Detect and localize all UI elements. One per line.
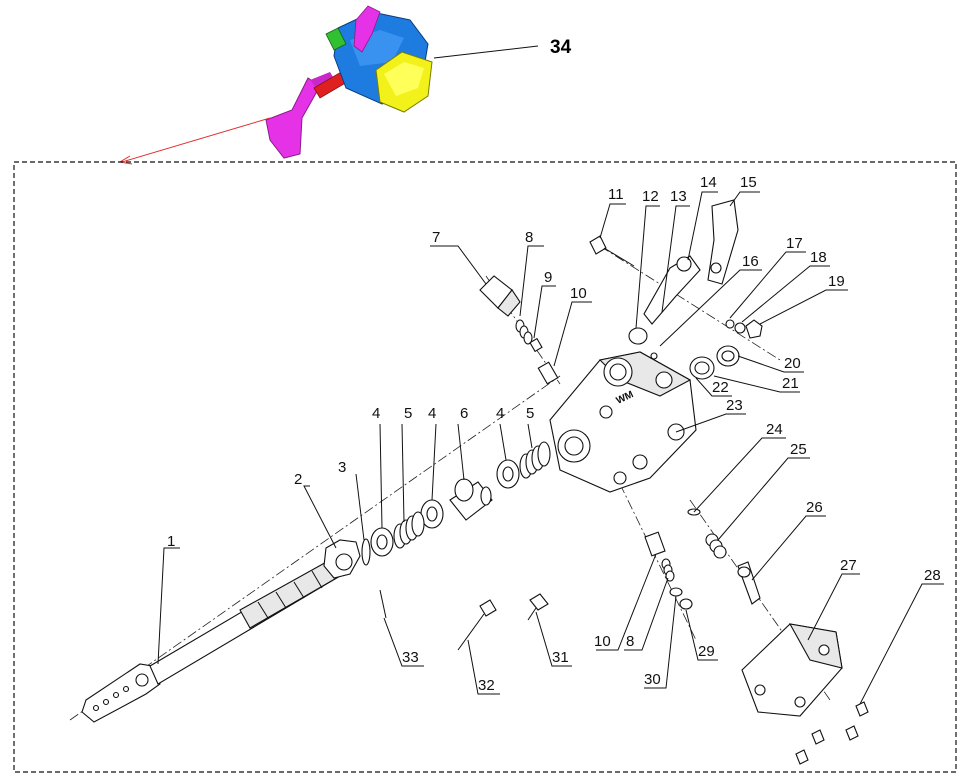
- assembly-3d-thumbnail: 34: [118, 5, 572, 165]
- part-18-washer: [734, 322, 746, 334]
- part-16-ball: [650, 352, 658, 360]
- part-7-fitting: [479, 275, 521, 317]
- part-4-washer-c: [496, 459, 520, 489]
- callout-22: 22: [712, 379, 729, 396]
- callout-4c: 4: [496, 405, 504, 422]
- callout-14: 14: [700, 174, 717, 191]
- callout-4a: 4: [372, 405, 380, 422]
- callout-labels: 1 2 3 4 5 4 6 4 5 7 8 9 10 11 12 13 14 1…: [157, 174, 944, 705]
- callout-19: 19: [828, 273, 845, 290]
- callout-28: 28: [924, 567, 941, 584]
- part-2-star-plate: [323, 539, 361, 579]
- callout-17: 17: [786, 235, 803, 252]
- part-21-cap: [716, 345, 740, 367]
- part-22-seal: [689, 356, 715, 380]
- callout-16: 16: [742, 253, 759, 270]
- callout-8b: 8: [626, 633, 634, 650]
- part-23-valve-body: WM: [549, 351, 697, 493]
- part-5-spring-a: [393, 511, 425, 549]
- callout-6: 6: [460, 405, 468, 422]
- callout-13: 13: [670, 188, 687, 205]
- callout-30: 30: [644, 671, 661, 688]
- callout-8a: 8: [525, 229, 533, 246]
- part-29-oring: [679, 598, 693, 610]
- callout-9: 9: [544, 269, 552, 286]
- part-12-washer: [628, 327, 648, 345]
- callout-1: 1: [167, 533, 175, 550]
- callout-18: 18: [810, 249, 827, 266]
- callout-15: 15: [740, 174, 757, 191]
- callout-23: 23: [726, 397, 743, 414]
- callout-34: 34: [550, 37, 572, 58]
- part-11-bolt: [589, 235, 635, 267]
- part-25-spring: [705, 533, 727, 559]
- callout-10a: 10: [570, 285, 587, 302]
- callout-11: 11: [608, 186, 624, 203]
- part-8-spring-bottom: [661, 558, 675, 582]
- part-10-piston-bottom: [644, 531, 666, 557]
- part-27-cover: [741, 623, 843, 717]
- callout-31: 31: [552, 649, 569, 666]
- part-9-spring: [515, 319, 533, 345]
- callout-7: 7: [432, 229, 440, 246]
- callout-24: 24: [766, 421, 783, 438]
- part-15-bracket: [707, 199, 739, 285]
- part-8-plunger-top: [529, 337, 543, 353]
- part-33-pin: [379, 589, 387, 619]
- part-5-spring-b: [519, 441, 551, 479]
- part-32-bolt: [457, 599, 497, 651]
- part-19-nut: [745, 319, 763, 339]
- callout-5b: 5: [526, 405, 534, 422]
- callout-10b: 10: [594, 633, 611, 650]
- callout-21: 21: [782, 375, 799, 392]
- callout-32: 32: [478, 677, 495, 694]
- part-10-piston-top: [537, 361, 559, 385]
- part-26-valve: [737, 561, 761, 605]
- part-1-shaft: [81, 559, 341, 723]
- part-6-sleeve: [449, 478, 493, 521]
- callout-20: 20: [784, 355, 801, 372]
- part-28-screws: [795, 701, 869, 765]
- callout-2: 2: [294, 471, 302, 488]
- callout-12: 12: [642, 188, 659, 205]
- part-13-14-lever: [643, 255, 701, 325]
- callout-33: 33: [402, 649, 419, 666]
- part-31-bolt: [527, 593, 549, 621]
- part-17-washer: [725, 319, 735, 329]
- callout-25: 25: [790, 441, 807, 458]
- callout-26: 26: [806, 499, 823, 516]
- callout-4b: 4: [428, 405, 436, 422]
- callout-27: 27: [840, 557, 857, 574]
- part-4-washer-a: [370, 527, 394, 557]
- exploded-parts: WM: [69, 199, 869, 765]
- part-30-ring: [669, 587, 683, 597]
- callout-29: 29: [698, 643, 715, 660]
- part-3-ring: [361, 538, 371, 566]
- callout-5a: 5: [404, 405, 412, 422]
- callout-3: 3: [338, 459, 346, 476]
